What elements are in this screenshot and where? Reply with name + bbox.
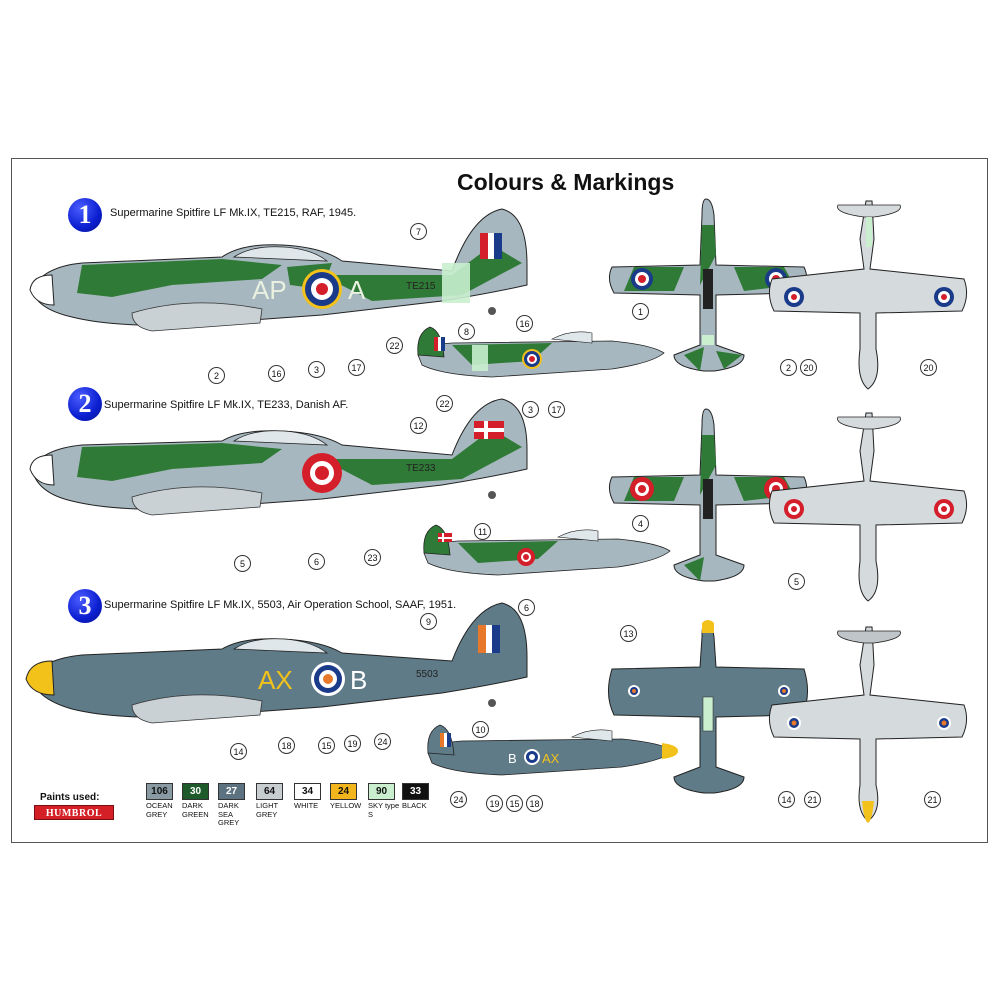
profile-3-underside-view (768, 626, 968, 823)
profile-2-underside-view (768, 412, 968, 602)
callout-17a: 17 (348, 359, 365, 376)
callout-5a: 5 (234, 555, 251, 572)
callout-5b: 5 (788, 573, 805, 590)
paint-name: YELLOW (330, 801, 362, 810)
paint-swatch-106: 106 OCEAN GREY (146, 783, 184, 819)
callout-16b: 16 (516, 315, 533, 332)
paint-swatch-34: 34 WHITE (294, 783, 332, 811)
callout-19b: 19 (486, 795, 503, 812)
profile-3-top-view (608, 620, 808, 794)
profile-1-serial: TE215 (406, 281, 436, 292)
callout-8: 8 (458, 323, 475, 340)
profile-3-small-code-letters: AX (542, 751, 560, 766)
paint-swatch-24: 24 YELLOW (330, 783, 368, 811)
humbrol-logo: HUMBROL (34, 805, 114, 820)
paint-code: 106 (146, 783, 173, 800)
paint-name: DARK GREEN (182, 801, 209, 819)
callout-4: 4 (632, 515, 649, 532)
profile-3-code-letter-end: B (350, 665, 367, 695)
callout-3a: 3 (308, 361, 325, 378)
paint-swatch-27: 27 DARK SEA GREY (218, 783, 256, 828)
callout-24a: 24 (374, 733, 391, 750)
paint-name: WHITE (294, 801, 319, 810)
callout-14a: 14 (230, 743, 247, 760)
profile-2-small-view (423, 524, 671, 576)
paint-code: 24 (330, 783, 357, 800)
profile-3-caption: Supermarine Spitfire LF Mk.IX, 5503, Air… (104, 599, 457, 611)
paint-name: BLACK (402, 801, 427, 810)
callout-24b: 24 (450, 791, 467, 808)
profile-1-badge: 1 (68, 198, 102, 232)
callout-12: 12 (410, 417, 427, 434)
profile-2-serial: TE233 (406, 463, 436, 474)
profile-3-serial: 5503 (416, 669, 439, 680)
paints-label: Paints used: (40, 792, 100, 803)
profile-1-caption: Supermarine Spitfire LF Mk.IX, TE215, RA… (110, 207, 357, 219)
paint-name: LIGHT GREY (256, 801, 278, 819)
paint-name: SKY type S (368, 801, 400, 819)
profile-3-code-letters: AX (258, 665, 293, 695)
callout-3b: 3 (522, 401, 539, 418)
callout-6b: 6 (518, 599, 535, 616)
profile-2-caption: Supermarine Spitfire LF Mk.IX, TE233, Da… (104, 399, 349, 411)
paint-swatch-90: 90 SKY type S (368, 783, 406, 819)
callout-16a: 16 (268, 365, 285, 382)
callout-2: 2 (208, 367, 225, 384)
callout-15a: 15 (318, 737, 335, 754)
paint-name: DARK SEA GREY (218, 801, 240, 827)
paint-code: 34 (294, 783, 321, 800)
callout-13: 13 (620, 625, 637, 642)
profile-2-side-view: TE233 (29, 398, 528, 516)
markings-sheet: Colours & Markings 1 Supermarine Spitfir… (11, 158, 988, 843)
profile-3-badge: 3 (68, 589, 102, 623)
paint-code: 30 (182, 783, 209, 800)
callout-18a: 18 (278, 737, 295, 754)
callout-20a: 20 (800, 359, 817, 376)
profile-1-code-letters: AP (252, 275, 287, 305)
callout-21a: 21 (804, 791, 821, 808)
profile-3-small-view: B AX (427, 724, 678, 776)
callout-6a: 6 (308, 553, 325, 570)
callout-15b: 15 (506, 795, 523, 812)
paint-code: 33 (402, 783, 429, 800)
paint-code: 90 (368, 783, 395, 800)
paint-swatch-30: 30 DARK GREEN (182, 783, 220, 819)
profile-3-side-view: AX B 5503 (25, 602, 528, 724)
profile-2-top-view (608, 408, 808, 582)
callout-2b: 2 (780, 359, 797, 376)
callout-22b: 22 (436, 395, 453, 412)
callout-22a: 22 (386, 337, 403, 354)
paint-code: 64 (256, 783, 283, 800)
paint-swatch-33: 33 BLACK (402, 783, 440, 811)
profile-1-side-view: AP A TE215 (29, 208, 528, 332)
profile-2-badge: 2 (68, 387, 102, 421)
profile-1-code-letter-end: A (348, 275, 366, 305)
callout-21b: 21 (924, 791, 941, 808)
callout-23: 23 (364, 549, 381, 566)
profile-1-small-view (417, 326, 665, 378)
callout-17b: 17 (548, 401, 565, 418)
callout-18b: 18 (526, 795, 543, 812)
callout-20b: 20 (920, 359, 937, 376)
callout-9: 9 (420, 613, 437, 630)
paint-code: 27 (218, 783, 245, 800)
callout-1: 1 (632, 303, 649, 320)
profile-3-small-code-letter: B (508, 751, 517, 766)
page-title: Colours & Markings (457, 169, 675, 195)
callout-19a: 19 (344, 735, 361, 752)
paint-swatch-64: 64 LIGHT GREY (256, 783, 294, 819)
callout-11: 11 (474, 523, 491, 540)
callout-10: 10 (472, 721, 489, 738)
callout-7: 7 (410, 223, 427, 240)
callout-14b: 14 (778, 791, 795, 808)
paint-name: OCEAN GREY (146, 801, 173, 819)
profile-1-underside-view (768, 200, 968, 390)
